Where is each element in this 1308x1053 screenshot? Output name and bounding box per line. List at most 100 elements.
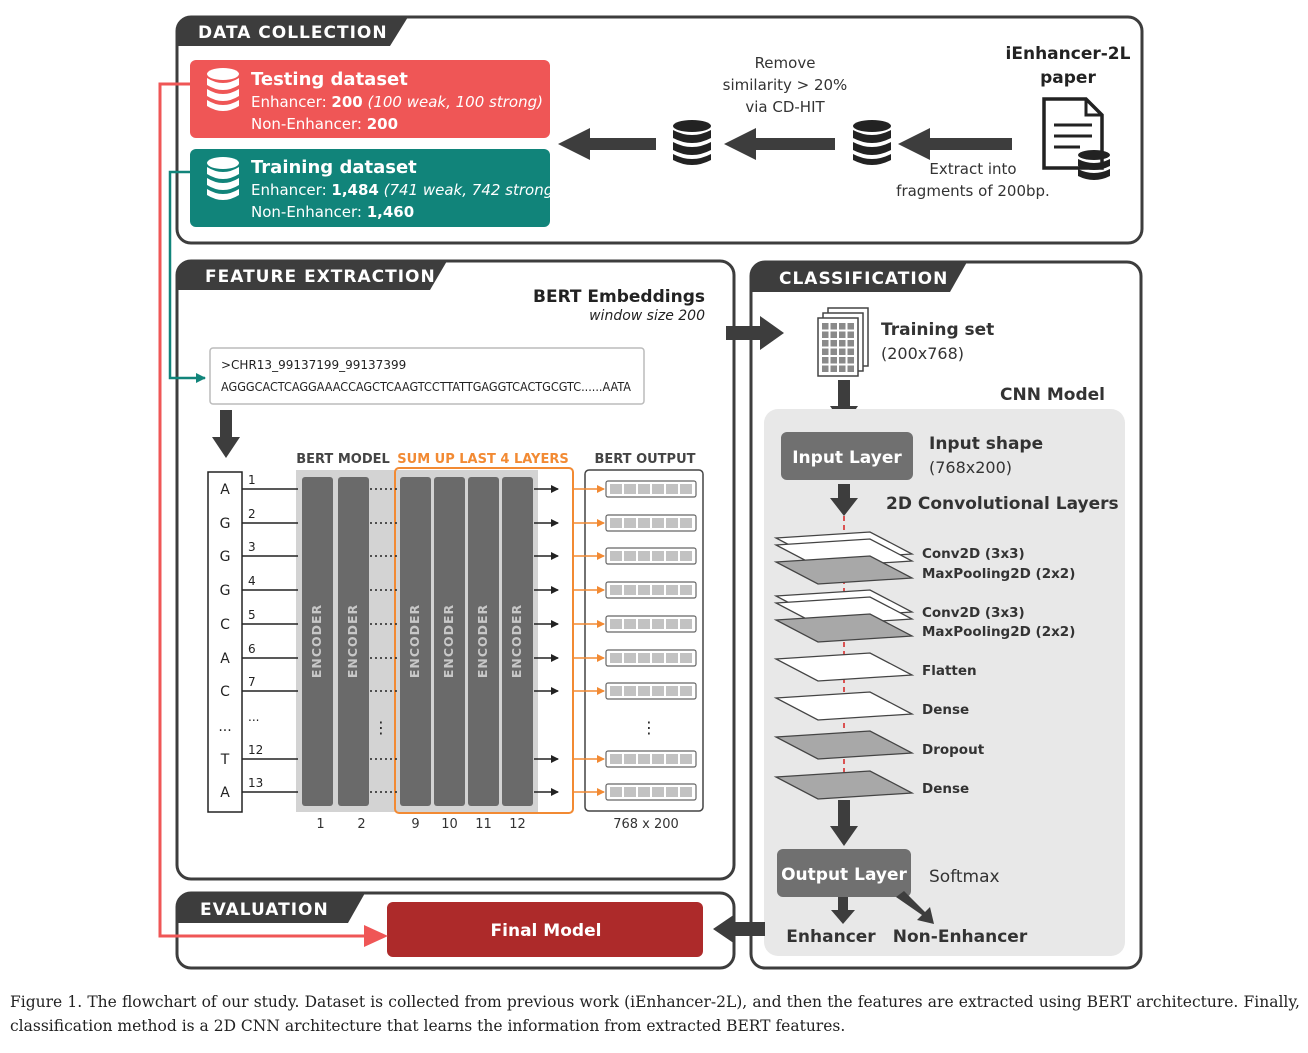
- token-letter: G: [220, 583, 231, 599]
- matrix-cell: [830, 323, 837, 330]
- vector-cell: [610, 686, 622, 696]
- gray-arrow: [212, 410, 240, 458]
- sum-last-layers-label: SUM UP LAST 4 LAYERS: [397, 452, 568, 467]
- vector-cell: [680, 619, 692, 629]
- vector-cell: [680, 787, 692, 797]
- token-index: 1: [248, 473, 256, 487]
- token-letter: ...: [218, 719, 231, 735]
- training-dataset-box: [190, 149, 550, 227]
- encoder-number: 12: [509, 817, 526, 832]
- vector-cell: [666, 754, 678, 764]
- vector-cell: [680, 754, 692, 764]
- encoder-block: [502, 477, 533, 806]
- token-letter: A: [220, 785, 230, 801]
- encoder-block: [468, 477, 499, 806]
- matrix-cell: [847, 357, 854, 364]
- vector-cell: [666, 484, 678, 494]
- token-index: 7: [248, 675, 256, 689]
- testing-dataset-box: [190, 60, 550, 138]
- vector-cell: [680, 686, 692, 696]
- softmax-label: Softmax: [929, 867, 1000, 887]
- vector-cell: [652, 484, 664, 494]
- testing-dataset-title: Testing dataset: [251, 69, 408, 90]
- final-model-box: [387, 902, 703, 957]
- input-layer-box: [781, 432, 913, 480]
- token-index: 12: [248, 743, 263, 757]
- token-column: [207, 471, 243, 813]
- token-letter: T: [220, 752, 230, 768]
- pool1-label: MaxPooling2D (2x2): [922, 566, 1075, 582]
- non-enhancer-output-label: Non-Enhancer: [893, 927, 1028, 947]
- encoder-number: 11: [475, 817, 492, 832]
- matrix-cell: [822, 365, 829, 372]
- matrix-cell: [830, 348, 837, 355]
- bert-window-size: window size 200: [589, 308, 705, 324]
- evaluation-section: EVALUATION Final Model: [175, 891, 765, 970]
- vector-cell: [624, 754, 636, 764]
- vector-cell: [638, 754, 650, 764]
- vector-cell: [610, 484, 622, 494]
- encoder-label: ENCODER: [407, 604, 422, 678]
- document-icon: [1042, 97, 1110, 180]
- vector-cell: [666, 518, 678, 528]
- gray-arrow: [898, 128, 1012, 160]
- matrix-cell: [822, 357, 829, 364]
- feature-extraction-heading: FEATURE EXTRACTION: [205, 267, 436, 287]
- gray-arrow: [713, 914, 765, 944]
- output-dimension: 768 x 200: [613, 817, 679, 832]
- figure-caption: Figure 1. The flowchart of our study. Da…: [10, 990, 1300, 1038]
- vector-cell: [680, 585, 692, 595]
- matrix-cell: [839, 348, 846, 355]
- database-icon: [207, 68, 239, 111]
- caption-label: Figure 1.: [10, 993, 83, 1011]
- input-layer-label: Input Layer: [792, 448, 902, 468]
- vector-cell: [680, 484, 692, 494]
- gray-arrow: [831, 897, 855, 924]
- classification-tab: [751, 262, 967, 292]
- encoder-label: ENCODER: [441, 604, 456, 678]
- matrix-cell: [830, 357, 837, 364]
- vector-cell: [680, 653, 692, 663]
- matrix-cell: [847, 365, 854, 372]
- data-collection-heading: DATA COLLECTION: [198, 23, 388, 43]
- flatten-layer: [773, 652, 915, 682]
- vector-cell: [652, 754, 664, 764]
- vector-cell: [652, 653, 664, 663]
- encoder-block: [400, 477, 431, 806]
- matrix-cell: [830, 331, 837, 338]
- vector-cell: [652, 551, 664, 561]
- vector-cell: [610, 518, 622, 528]
- input-shape-dimension: (768x200): [929, 458, 1012, 477]
- encoder-block: [302, 477, 333, 806]
- encoder-label: ENCODER: [475, 604, 490, 678]
- feature-extraction-tab: [177, 261, 447, 290]
- dense-layer: [773, 770, 915, 800]
- matrix-cell: [822, 348, 829, 355]
- token-letter: A: [220, 482, 230, 498]
- encoder-number: 9: [411, 817, 419, 832]
- matrix-cell: [822, 323, 829, 330]
- vector-cell: [652, 619, 664, 629]
- token-index: 5: [248, 608, 256, 622]
- gray-arrow: [830, 800, 858, 846]
- input-shape-title: Input shape: [929, 434, 1043, 454]
- token-letter: A: [220, 651, 230, 667]
- testing-connector-line: [158, 82, 380, 938]
- extract-line-1: Extract into: [929, 160, 1016, 178]
- vector-cell: [610, 653, 622, 663]
- token-letter: C: [220, 617, 230, 633]
- evaluation-heading: EVALUATION: [200, 900, 329, 920]
- gray-arrow: [724, 128, 835, 160]
- matrix-stack-icon: [817, 307, 869, 377]
- vector-cell: [624, 619, 636, 629]
- sequence-text: AGGGCACTCAGGAAACCAGCTCAAGTCCTTATTGAGGTCA…: [221, 380, 632, 394]
- training-dataset-title: Training dataset: [251, 157, 417, 178]
- data-collection-section: DATA COLLECTION Testing dataset Enhancer…: [175, 15, 1144, 245]
- conv-layers-title: 2D Convolutional Layers: [886, 494, 1119, 514]
- source-paper-subtitle: paper: [1040, 68, 1096, 88]
- vector-cell: [666, 551, 678, 561]
- sequence-box: [209, 347, 645, 405]
- cnn-model-title: CNN Model: [1000, 385, 1105, 405]
- testing-enhancer-line: Enhancer: 200 (100 weak, 100 strong): [251, 93, 543, 111]
